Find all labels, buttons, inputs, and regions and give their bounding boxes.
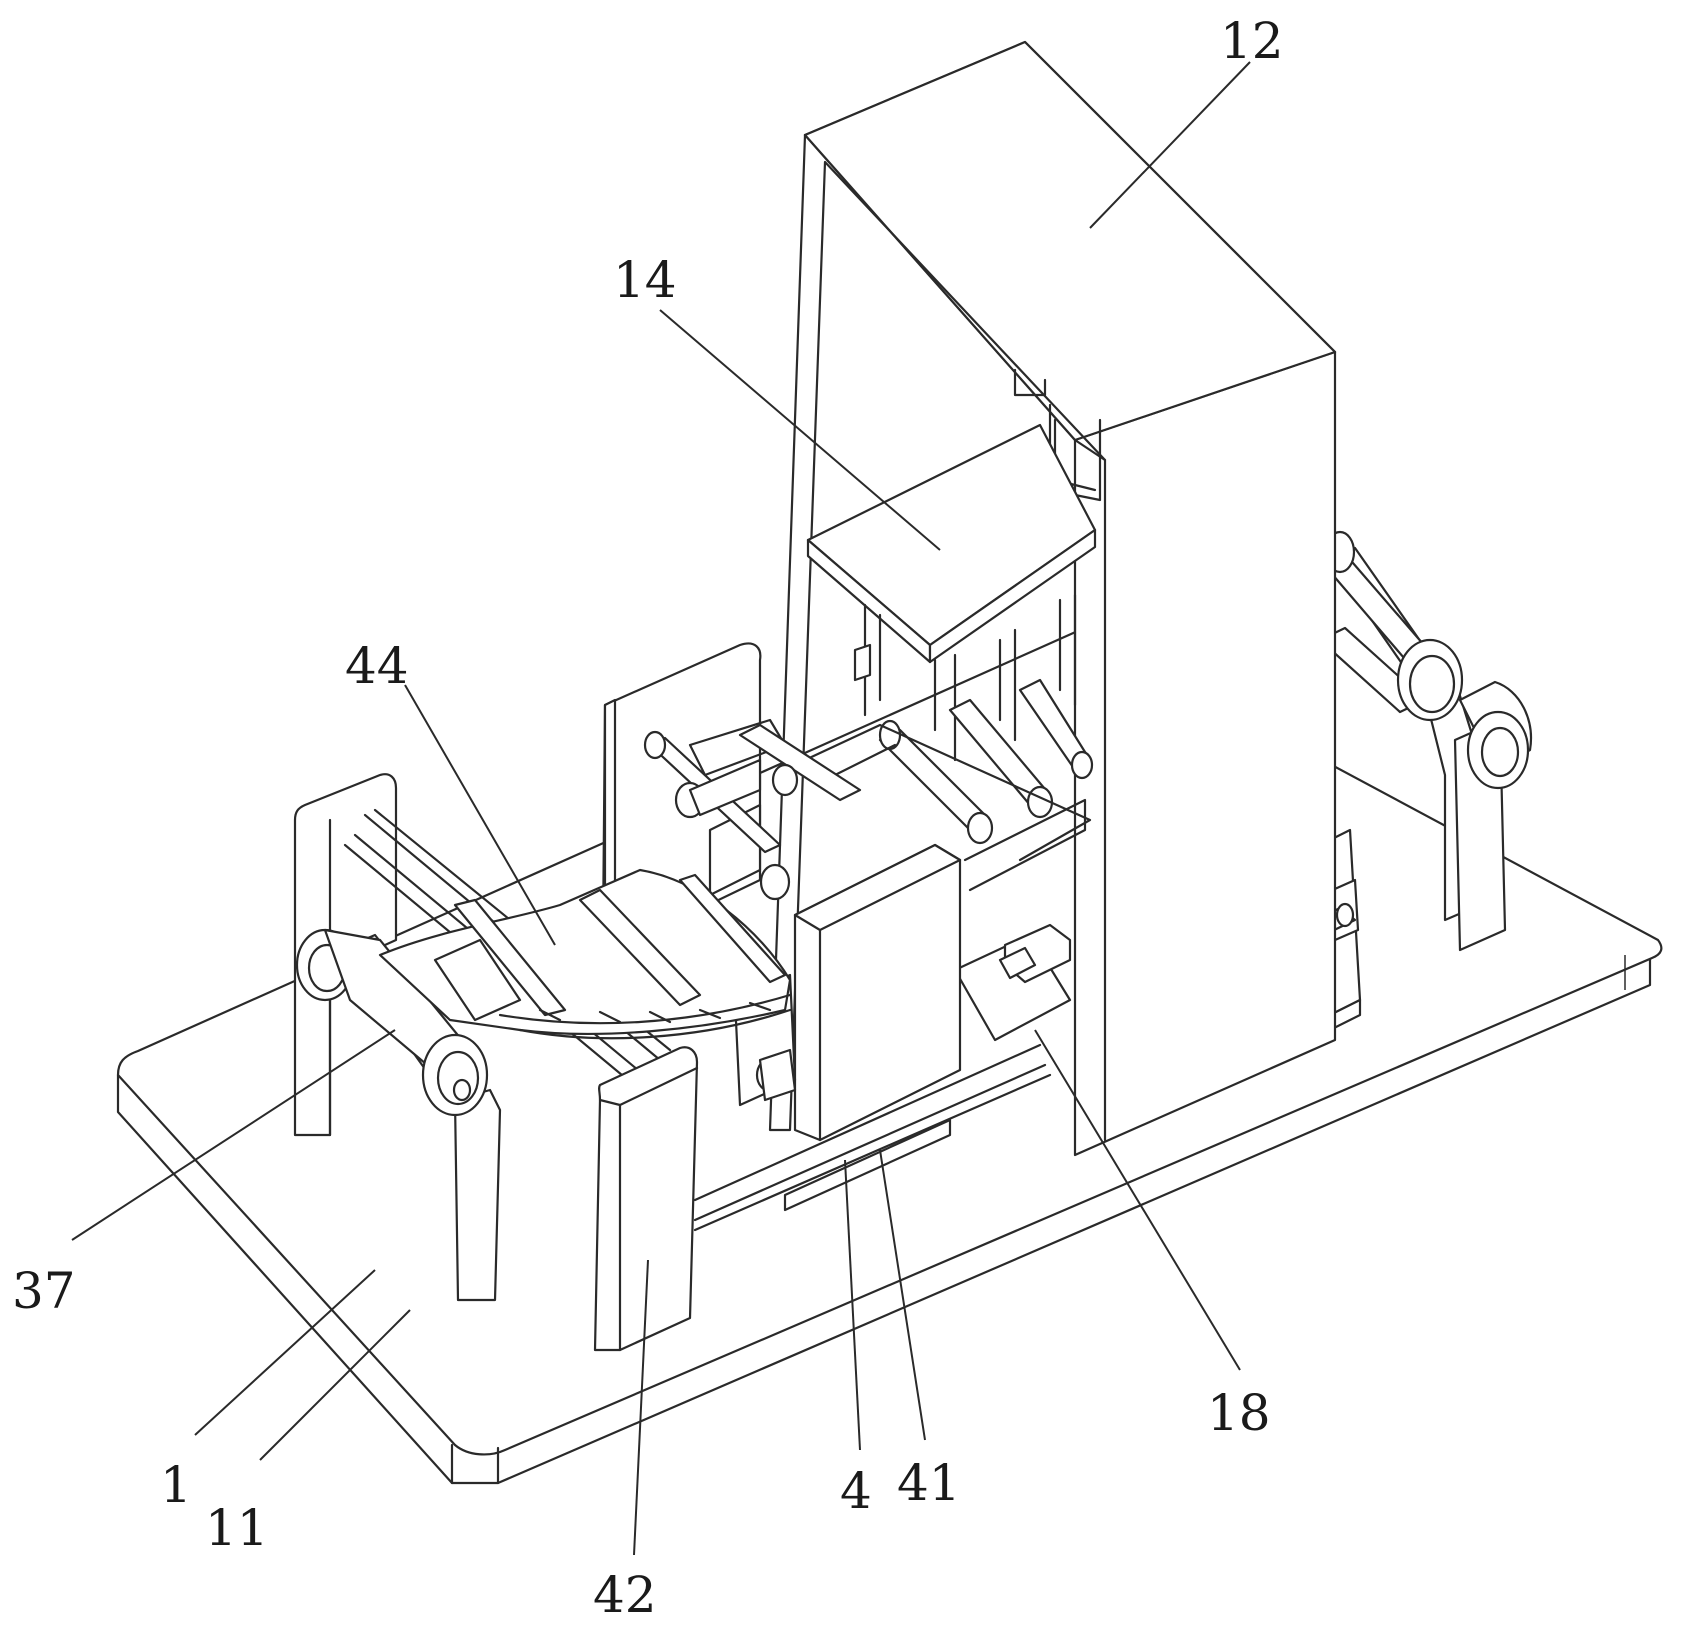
label-41: 41 xyxy=(897,1454,961,1512)
label-18: 18 xyxy=(1207,1384,1271,1442)
press-rollers xyxy=(803,678,1094,892)
right-roller-assembly xyxy=(1318,530,1533,952)
label-1: 1 xyxy=(160,1456,192,1514)
label-37: 37 xyxy=(12,1262,76,1320)
label-44: 44 xyxy=(345,637,409,695)
front-clamp-plate xyxy=(593,1046,699,1352)
center-clamp-plate xyxy=(793,843,962,1142)
leader-lines xyxy=(71,61,1251,1556)
label-4: 4 xyxy=(840,1462,872,1520)
label-12: 12 xyxy=(1220,12,1284,70)
curved-film-guide xyxy=(343,808,792,1092)
label-42: 42 xyxy=(593,1566,657,1624)
label-14: 14 xyxy=(613,251,677,309)
slide-rail xyxy=(693,923,1072,1232)
reference-numerals: 12 14 44 37 1 11 42 4 41 18 xyxy=(12,12,1284,1624)
label-11: 11 xyxy=(205,1499,269,1557)
cabinet-frame xyxy=(768,40,1337,1157)
left-roller-assembly xyxy=(293,773,502,1302)
press-plate xyxy=(806,423,1097,762)
